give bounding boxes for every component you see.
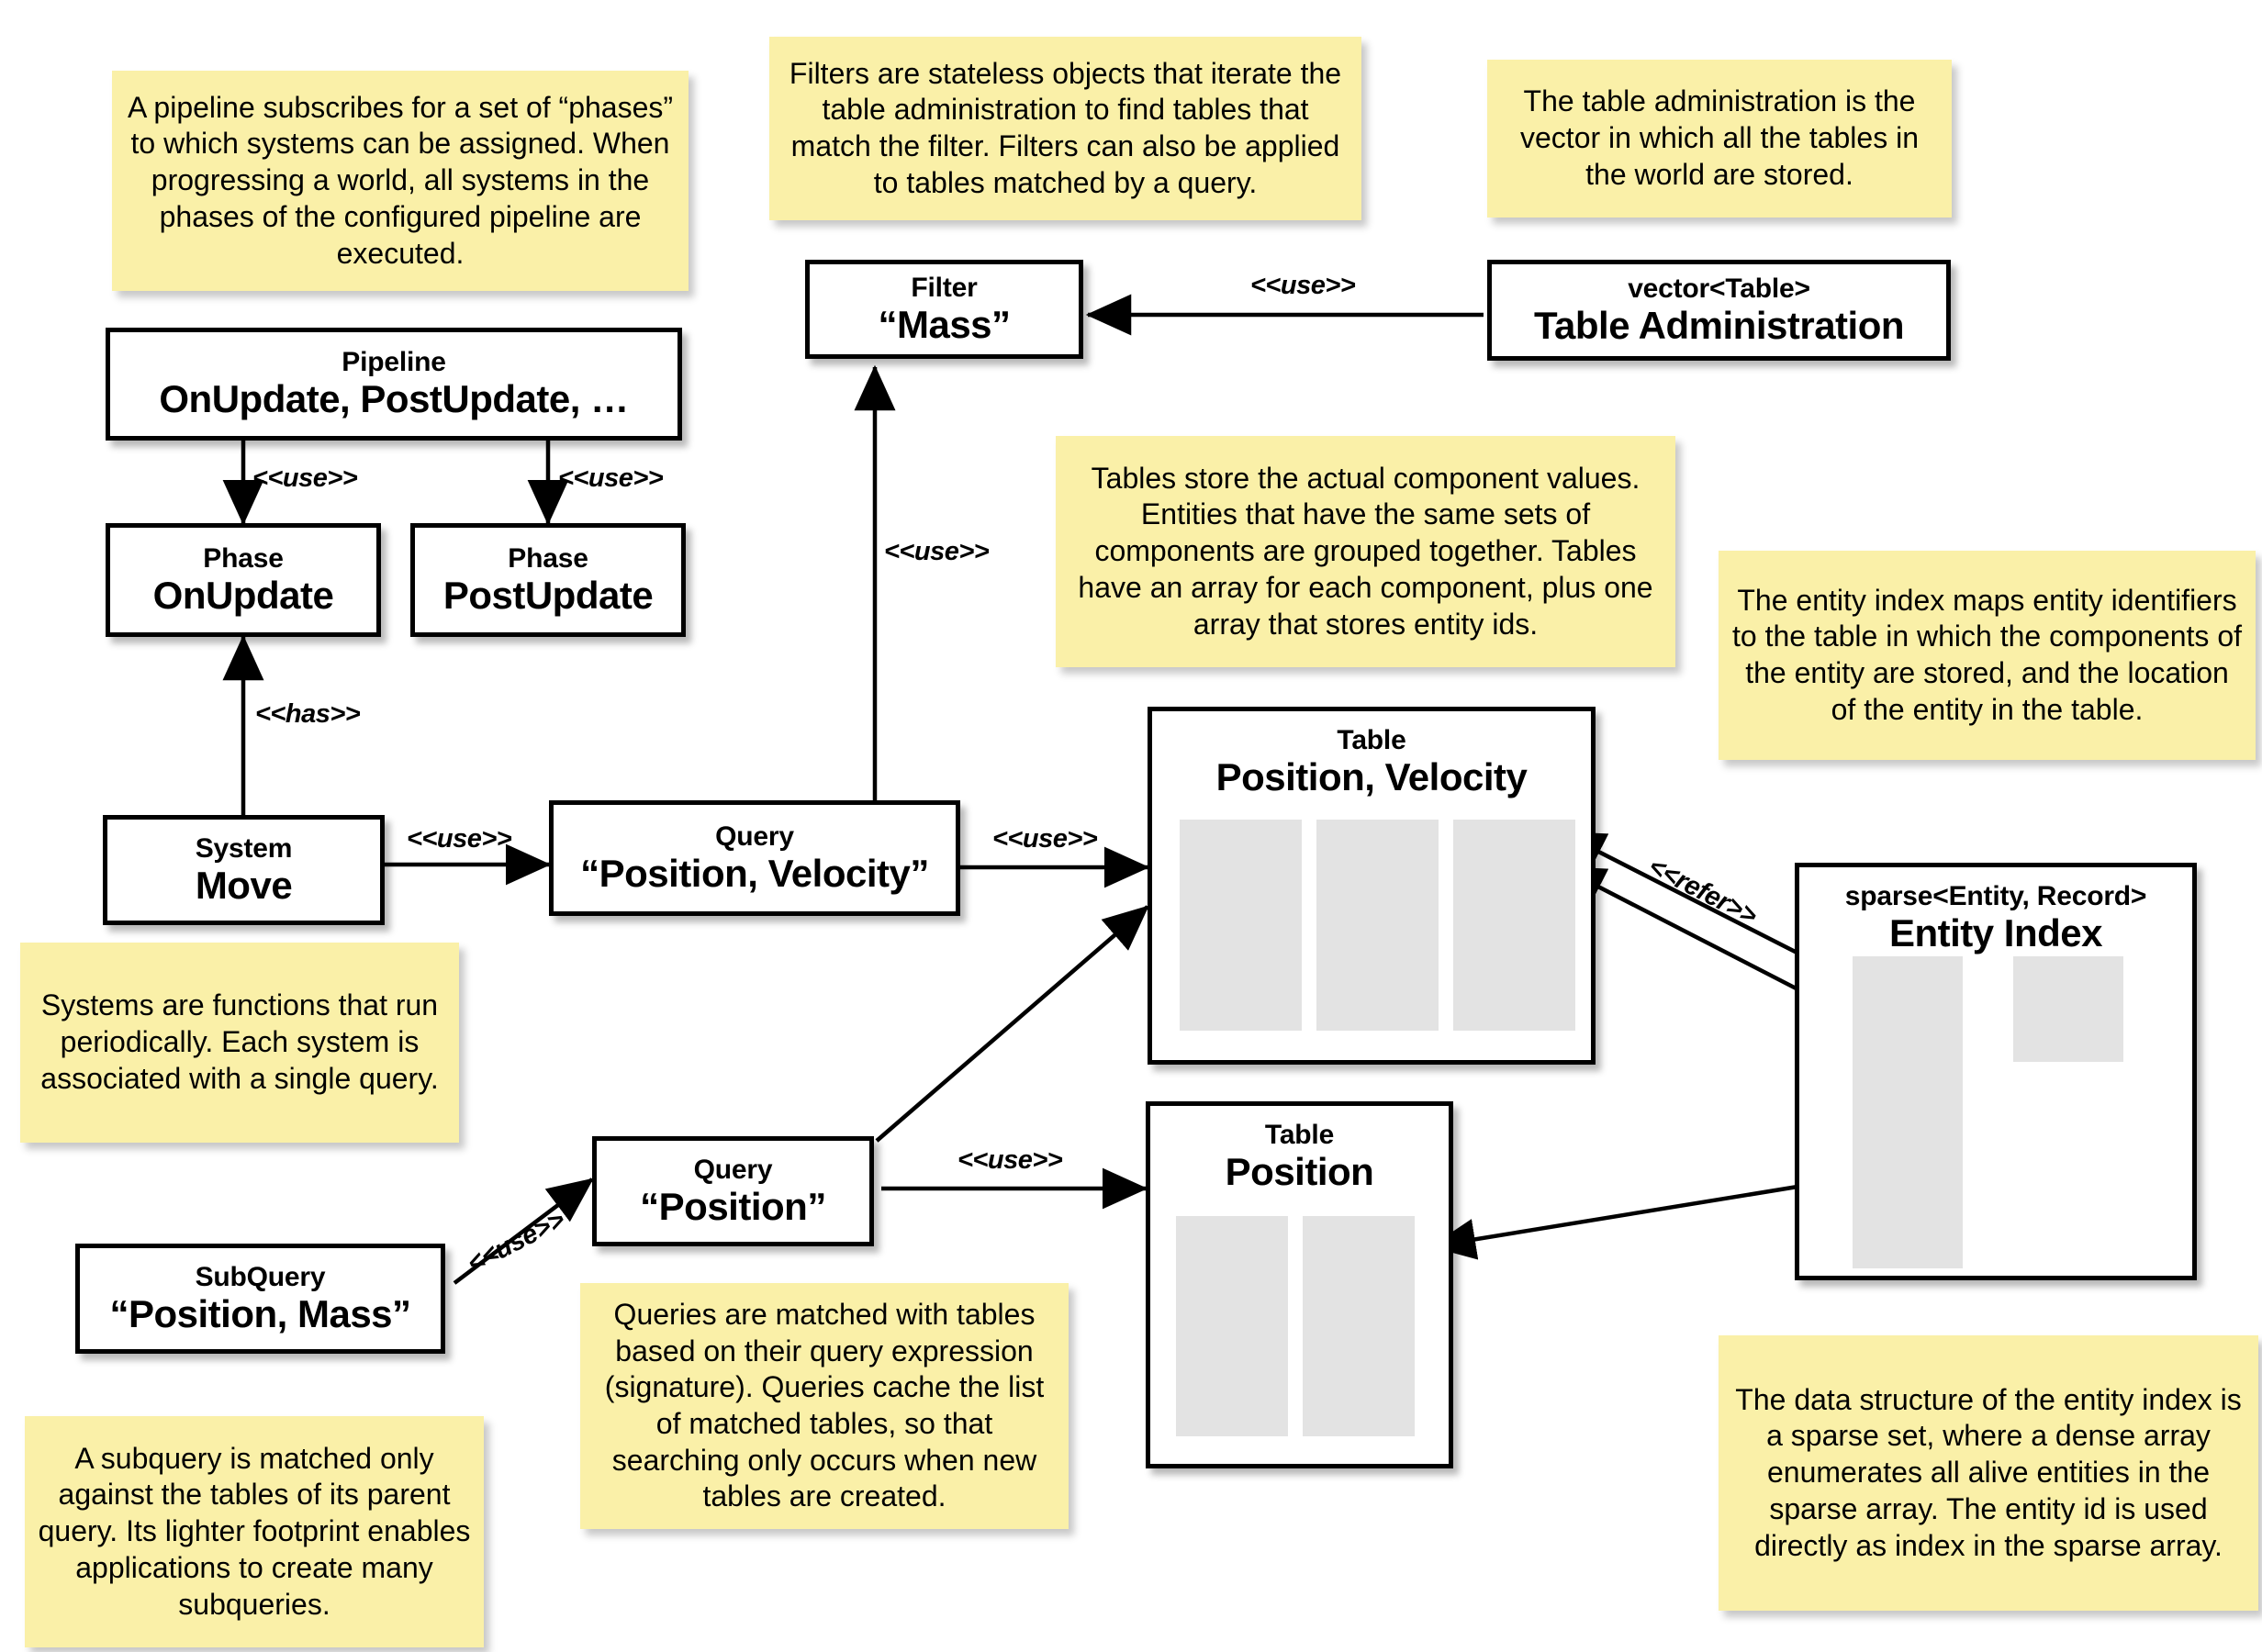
box-table-pos-vel-title: Position, Velocity [1215,754,1528,798]
box-pipeline-stereotype: Pipeline [342,347,446,378]
table-column-array [1180,820,1302,1031]
box-pipeline-title: OnUpdate, PostUpdate, … [159,377,629,421]
edge-label-system-uses-query: <<use>> [407,824,512,854]
note-table: Tables store the actual component values… [1056,436,1675,667]
table-column-array [1453,820,1575,1031]
table-column-array [1176,1216,1288,1436]
box-filter-mass-stereotype: Filter [911,272,978,303]
table-column-array [1316,820,1439,1031]
box-entity-index[interactable]: sparse<Entity, Record> Entity Index [1795,863,2197,1280]
box-table-admin-stereotype: vector<Table> [1628,273,1810,304]
dense-array-block [2013,956,2123,1062]
box-table-pos-vel-stereotype: Table [1337,725,1406,755]
box-system-move-title: Move [195,863,293,907]
box-query-pos[interactable]: Query “Position” [592,1136,874,1246]
box-phase-onupdate-stereotype: Phase [203,542,284,574]
table-pos-arrays [1176,1216,1415,1436]
box-pipeline[interactable]: Pipeline OnUpdate, PostUpdate, … [106,328,682,441]
box-query-pos-stereotype: Query [693,1154,773,1185]
box-subquery-pos-mass-title: “Position, Mass” [109,1291,411,1335]
edge-label-query-uses-table: <<use>> [992,824,1098,854]
box-subquery-pos-mass[interactable]: SubQuery “Position, Mass” [75,1244,445,1354]
edge-label-subquery-uses-query: <<use>> [463,1205,570,1279]
table-column-array [1303,1216,1415,1436]
box-phase-onupdate[interactable]: Phase OnUpdate [106,523,381,637]
box-phase-postupdate-title: PostUpdate [442,573,654,617]
connector-entityindex-to-table-pos [1429,1177,1843,1260]
box-query-pos-vel-stereotype: Query [715,820,794,852]
note-pipeline: A pipeline subscribes for a set of “phas… [112,71,689,291]
box-entity-index-stereotype: sparse<Entity, Record> [1844,881,2147,911]
box-entity-index-title: Entity Index [1888,910,2103,954]
box-table-pos-vel[interactable]: Table Position, Velocity [1148,707,1596,1065]
note-filter: Filters are stateless objects that itera… [769,37,1361,220]
table-pos-vel-arrays [1180,820,1575,1031]
box-phase-onupdate-title: OnUpdate [152,573,334,617]
note-sparse-set: The data structure of the entity index i… [1719,1335,2258,1611]
sparse-array-block [1853,956,1963,1268]
box-phase-postupdate-stereotype: Phase [508,542,588,574]
note-system: Systems are functions that run periodica… [20,943,459,1143]
edge-label-entityindex-refer: <<refer>> [1643,852,1762,932]
note-entity-index: The entity index maps entity identifiers… [1719,551,2256,760]
box-system-move-stereotype: System [195,832,293,864]
box-phase-postupdate[interactable]: Phase PostUpdate [410,523,686,637]
box-query-pos-vel[interactable]: Query “Position, Velocity” [549,800,960,916]
box-table-admin-title: Table Administration [1533,303,1905,347]
note-query: Queries are matched with tables based on… [580,1283,1069,1529]
box-subquery-pos-mass-stereotype: SubQuery [195,1261,326,1292]
note-subquery: A subquery is matched only against the t… [25,1416,484,1647]
box-table-pos[interactable]: Table Position [1146,1101,1453,1468]
box-table-pos-stereotype: Table [1264,1120,1335,1150]
edge-label-system-has-phase: <<has>> [255,699,361,729]
box-system-move[interactable]: System Move [103,815,385,925]
edge-label-query-uses-filter: <<use>> [884,537,990,566]
edge-label-tableadmin-uses-filter: <<use>> [1250,271,1356,300]
box-table-admin[interactable]: vector<Table> Table Administration [1487,260,1951,361]
box-query-pos-vel-title: “Position, Velocity” [580,851,929,895]
box-table-pos-title: Position [1225,1149,1374,1193]
box-filter-mass-title: “Mass” [878,302,1011,346]
edge-label-pipeline-postupdate: <<use>> [558,463,664,493]
note-table-admin: The table administration is the vector i… [1487,60,1952,218]
box-query-pos-title: “Position” [640,1184,826,1228]
edge-label-pipeline-onupdate: <<use>> [252,463,358,493]
box-filter-mass[interactable]: Filter “Mass” [805,260,1083,359]
edge-label-querypos-uses-table: <<use>> [957,1145,1063,1175]
connector-querypos-to-table-posvel [875,905,1149,1143]
